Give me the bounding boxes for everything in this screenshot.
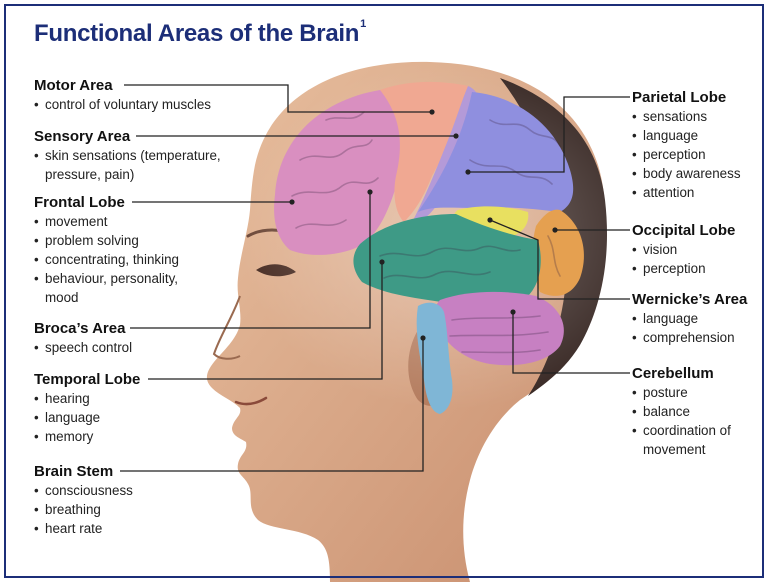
function-item: speech control [34, 338, 132, 357]
function-item: comprehension [632, 328, 747, 347]
function-item: hearing [34, 389, 140, 408]
title-footnote-mark: 1 [360, 18, 366, 30]
temporal-lobe-functions: hearing language memory [34, 389, 140, 446]
parietal-lobe-callout: Parietal Lobe sensations language percep… [632, 88, 741, 202]
function-item: behaviour, personality, mood [34, 269, 204, 307]
cerebellum-heading: Cerebellum [632, 364, 767, 383]
sensory-area-heading: Sensory Area [34, 127, 244, 146]
function-item: problem solving [34, 231, 204, 250]
wernickes-area-heading: Wernicke’s Area [632, 290, 747, 309]
brain-stem-functions: consciousness breathing heart rate [34, 481, 133, 538]
function-item: language [34, 408, 140, 427]
function-item: balance [632, 402, 767, 421]
frontal-lobe-heading: Frontal Lobe [34, 193, 204, 212]
function-item: skin sensations (temperature, pressure, … [34, 146, 244, 184]
sensory-area-functions: skin sensations (temperature, pressure, … [34, 146, 244, 184]
brocas-area-callout: Broca’s Area speech control [34, 319, 132, 357]
diagram-title: Functional Areas of the Brain1 [34, 20, 366, 48]
function-item: attention [632, 183, 741, 202]
occipital-lobe-functions: vision perception [632, 240, 735, 278]
cerebellum-callout: Cerebellum posture balance coordination … [632, 364, 767, 459]
function-item: vision [632, 240, 735, 259]
motor-area-heading: Motor Area [34, 76, 211, 95]
occipital-lobe-heading: Occipital Lobe [632, 221, 735, 240]
brocas-area-functions: speech control [34, 338, 132, 357]
brain-stem-callout: Brain Stem consciousness breathing heart… [34, 462, 133, 538]
brain-stem-heading: Brain Stem [34, 462, 133, 481]
temporal-lobe-callout: Temporal Lobe hearing language memory [34, 370, 140, 446]
motor-area-functions: control of voluntary muscles [34, 95, 211, 114]
function-item: body awareness [632, 164, 741, 183]
function-item: consciousness [34, 481, 133, 500]
cerebellum-functions: posture balance coordination of movement [632, 383, 767, 459]
function-item: perception [632, 145, 741, 164]
sensory-area-callout: Sensory Area skin sensations (temperatur… [34, 127, 244, 184]
function-item: concentrating, thinking [34, 250, 204, 269]
function-item: control of voluntary muscles [34, 95, 211, 114]
parietal-lobe-heading: Parietal Lobe [632, 88, 741, 107]
function-item: sensations [632, 107, 741, 126]
wernickes-area-callout: Wernicke’s Area language comprehension [632, 290, 747, 347]
function-item: heart rate [34, 519, 133, 538]
function-item: language [632, 126, 741, 145]
temporal-lobe-heading: Temporal Lobe [34, 370, 140, 389]
function-item: movement [34, 212, 204, 231]
function-item: perception [632, 259, 735, 278]
frontal-lobe-callout: Frontal Lobe movement problem solving co… [34, 193, 204, 307]
motor-area-callout: Motor Area control of voluntary muscles [34, 76, 211, 114]
brocas-area-heading: Broca’s Area [34, 319, 132, 338]
function-item: language [632, 309, 747, 328]
occipital-lobe-callout: Occipital Lobe vision perception [632, 221, 735, 278]
function-item: coordination of movement [632, 421, 767, 459]
wernickes-area-functions: language comprehension [632, 309, 747, 347]
function-item: breathing [34, 500, 133, 519]
function-item: posture [632, 383, 767, 402]
parietal-lobe-functions: sensations language perception body awar… [632, 107, 741, 202]
function-item: memory [34, 427, 140, 446]
title-text: Functional Areas of the Brain [34, 20, 359, 47]
frontal-lobe-functions: movement problem solving concentrating, … [34, 212, 204, 307]
